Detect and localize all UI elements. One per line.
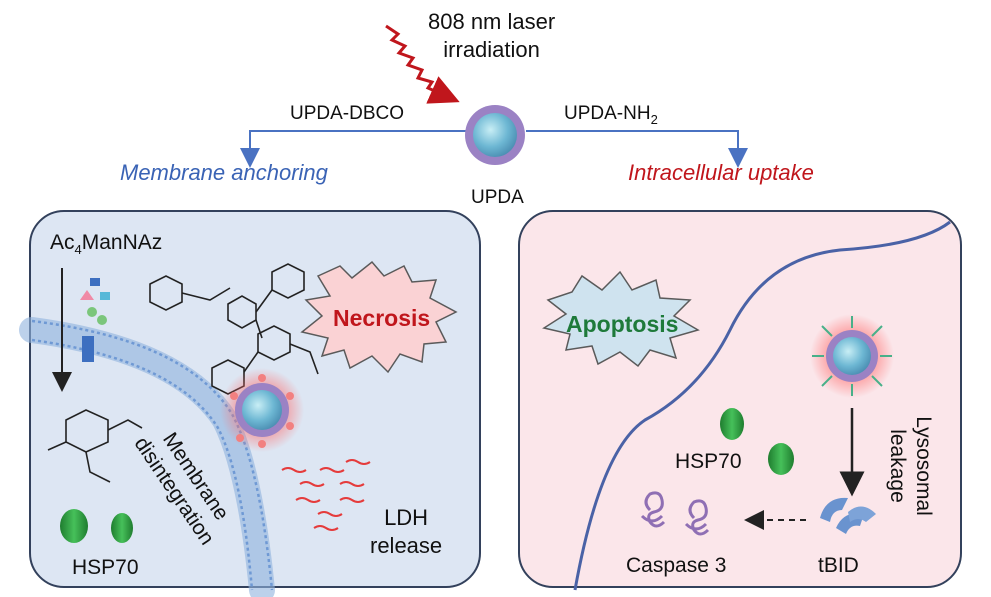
laser-label: 808 nm laser irradiation — [428, 8, 555, 64]
sugar-suffix: ManNAz — [81, 231, 163, 254]
laser-line-2: irradiation — [443, 37, 540, 62]
lysosomal-leakage-label: Lysosomal leakage — [884, 416, 936, 516]
right-panel — [518, 210, 962, 588]
sugar-label: Ac4ManNAz — [50, 231, 162, 257]
lyso-line-1: Lysosomal — [911, 416, 935, 516]
intracellular-uptake-label: Intracellular uptake — [628, 160, 814, 185]
sugar-structure-icon — [47, 409, 143, 483]
sugar-prefix: Ac — [50, 231, 75, 254]
tbid-label: tBID — [818, 554, 859, 577]
necrosis-label: Necrosis — [333, 305, 431, 331]
hsp70-right-icon — [720, 408, 794, 475]
necrosis-burst — [300, 260, 458, 374]
ldh-line-2: release — [370, 533, 443, 558]
left-branch-line — [240, 130, 466, 168]
ldh-squiggles-icon — [281, 459, 371, 531]
membrane-receptor — [82, 336, 94, 362]
cell-boundary — [573, 220, 951, 591]
membrane-anchoring-label: Membrane anchoring — [120, 160, 328, 185]
laser-wave-icon — [385, 24, 460, 104]
right-reagent-label: UPDA-NH2 — [564, 103, 658, 127]
left-reagent-label: UPDA-DBCO — [290, 103, 405, 124]
right-reagent-subscript: 2 — [650, 111, 658, 127]
hsp70-right-label: HSP70 — [675, 450, 742, 473]
anchored-particle-icon — [220, 368, 304, 452]
ldh-label: LDH release — [370, 504, 442, 560]
updа-label: UPDA — [471, 187, 524, 208]
updа-particle-icon — [465, 105, 525, 165]
lyso-line-2: leakage — [885, 429, 909, 503]
right-branch-line — [526, 130, 748, 168]
glycan-icon — [80, 278, 110, 325]
right-reagent-prefix: UPDA-NH — [564, 103, 651, 124]
caspase-label: Caspase 3 — [626, 554, 727, 577]
dbco-structure-icon — [149, 263, 319, 395]
apoptosis-burst — [542, 270, 700, 368]
internalized-particle-icon — [810, 314, 894, 398]
apoptosis-label: Apoptosis — [566, 311, 679, 337]
ldh-line-1: LDH — [384, 505, 429, 530]
laser-line-1: 808 nm laser — [428, 9, 556, 34]
tbid-icon — [820, 497, 876, 534]
caspase-icon — [640, 491, 710, 536]
sugar-subscript: 4 — [74, 242, 82, 258]
hsp70-left-icon — [60, 509, 133, 543]
hsp70-left-label: HSP70 — [72, 556, 139, 579]
